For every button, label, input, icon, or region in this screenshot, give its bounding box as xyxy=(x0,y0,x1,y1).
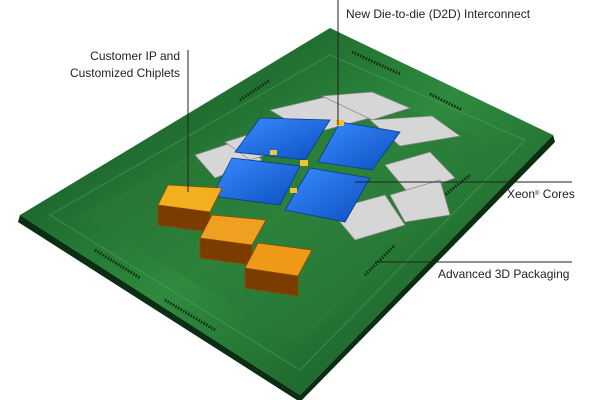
xeon-text: Xeon xyxy=(507,187,536,201)
customer-ip-label: Customer IP and Customized Chiplets xyxy=(70,48,180,82)
package-edge xyxy=(18,215,300,400)
registered-mark: ® xyxy=(535,191,540,197)
package-edge-right xyxy=(300,135,555,400)
core-die xyxy=(211,157,301,206)
customer-ip-label-line2: Customized Chiplets xyxy=(69,66,180,80)
callout-lines xyxy=(187,0,572,263)
d2d-bridges xyxy=(270,120,344,193)
xeon-cores-label: Xeon® Cores xyxy=(507,186,575,203)
chiplet xyxy=(157,184,223,213)
chiplet xyxy=(199,214,267,246)
customer-chiplets xyxy=(157,184,313,297)
chiplet xyxy=(244,242,313,277)
cores-text: Cores xyxy=(539,187,575,201)
xeon-core-dies xyxy=(211,117,401,223)
core-die xyxy=(317,121,401,171)
substrate-inner-ring-2 xyxy=(80,80,500,345)
d2d-interconnect-label: New Die-to-die (D2D) Interconnect xyxy=(346,7,531,21)
pad-rows xyxy=(94,50,471,332)
customer-ip-label-line1: Customer IP and xyxy=(90,49,180,63)
core-die xyxy=(284,167,371,223)
substrate-inner-ring xyxy=(49,54,526,371)
advanced-packaging-label: Advanced 3D Packaging xyxy=(438,267,570,281)
